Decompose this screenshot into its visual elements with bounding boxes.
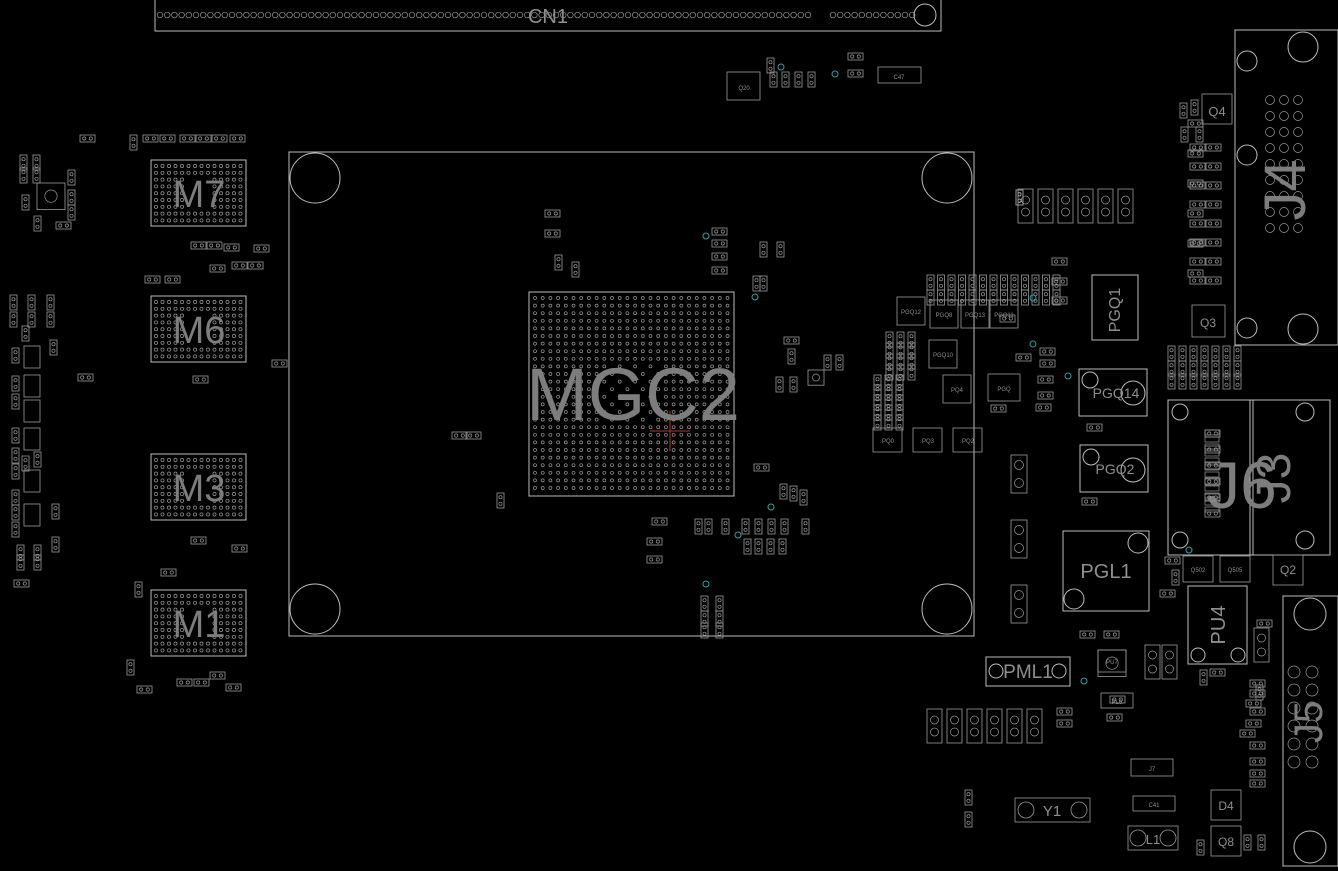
q2-label: Q2 (1280, 563, 1296, 577)
pml1-label: PML1 (1003, 662, 1053, 683)
pq4-label: PQ4 (951, 388, 964, 394)
pgq13-label: PGQ13 (965, 313, 986, 319)
pgq14-label: PGQ14 (1093, 385, 1140, 401)
q3-label: Q3 (1200, 316, 1216, 330)
part-y1[interactable]: Y1 (1014, 797, 1091, 823)
pgq-label: PGQ (997, 387, 1011, 393)
part-q2[interactable]: Q2 (1272, 554, 1304, 586)
part-d4[interactable]: D4 (1210, 789, 1242, 821)
memory-m6[interactable]: M6 (150, 295, 247, 363)
tiny-pgq12[interactable]: PGQ12 (896, 296, 926, 326)
cn1-label: CN1 (528, 6, 568, 28)
j4-pin-array (1265, 95, 1303, 233)
tiny-pgq10[interactable]: PGQ10 (928, 339, 958, 369)
power-pgl1[interactable]: PGL1 (1062, 530, 1150, 612)
pgq8-label: PGQ8 (936, 313, 953, 319)
power-pml1[interactable]: PML1 (985, 656, 1071, 687)
part-q502[interactable]: Q502 (1182, 555, 1214, 583)
j7-label: J7 (1149, 767, 1156, 773)
c47-label: C47 (893, 75, 905, 81)
q4-label: Q4 (1208, 104, 1225, 119)
tiny-pl6[interactable]: PL6 (1100, 692, 1134, 709)
tiny-pq4[interactable]: PQ4 (942, 374, 972, 404)
c41-label: C41 (1148, 803, 1160, 809)
part-l1[interactable]: L1 (1127, 825, 1179, 851)
passive-components (9, 52, 1273, 856)
memory-m1[interactable]: M1 (150, 589, 247, 657)
part-q505[interactable]: Q505 (1219, 555, 1251, 583)
pu4-label: PU4 (1208, 606, 1230, 645)
tiny-pu7[interactable]: PU7 (1097, 649, 1127, 673)
m7-label: M7 (173, 174, 226, 216)
part-q3[interactable]: Q3 (1191, 304, 1226, 338)
tiny-pgq[interactable]: PGQ (987, 373, 1021, 402)
connector-j5[interactable]: J5 (1282, 595, 1338, 867)
pgq11-label: PGQ11 (994, 313, 1014, 319)
pgq2-label: PGQ2 (1096, 461, 1135, 477)
q505-label: Q505 (1228, 568, 1243, 574)
memory-m7[interactable]: M7 (150, 159, 247, 227)
chip-mgc2[interactable]: MGC2 (526, 291, 740, 497)
y1-label: Y1 (1043, 803, 1061, 820)
tiny-pq3[interactable]: PQ3 (912, 427, 943, 453)
j4-label: J4 (1253, 159, 1318, 220)
tiny-pgq11[interactable]: PGQ11 (989, 299, 1019, 329)
connector-cn1[interactable]: CN1 (154, 0, 942, 32)
pq3-label: PQ3 (922, 439, 935, 445)
part-c41[interactable]: C41 (1132, 795, 1176, 812)
m1-label: M1 (173, 604, 226, 646)
m3-label: M3 (173, 468, 226, 510)
pu7-label: PU7 (1106, 660, 1118, 666)
pgq10-label: PGQ10 (933, 353, 954, 359)
tiny-pgq8[interactable]: PGQ8 (929, 299, 959, 329)
m6-label: M6 (173, 310, 226, 352)
pgq12-label: PGQ12 (901, 310, 922, 316)
part-q4[interactable]: Q4 (1201, 93, 1233, 125)
l1-label: L1 (1146, 832, 1160, 847)
bga-ball-grid (533, 296, 730, 490)
d4-label: D4 (1218, 799, 1234, 813)
q8-label: Q8 (1218, 835, 1234, 849)
cn1-pin-row (156, 11, 916, 19)
pgl1-label: PGL1 (1080, 561, 1131, 583)
power-pgq2[interactable]: PGQ2 (1079, 444, 1149, 493)
part-j7[interactable]: J7 (1130, 758, 1174, 777)
part-c47[interactable]: C47 (877, 66, 922, 84)
connector-j4[interactable]: J4 (1234, 29, 1338, 346)
power-pu4[interactable]: PU4 (1187, 585, 1248, 665)
connector-j6[interactable]: J6 (1167, 399, 1277, 556)
pgq1-label: PGQ1 (1107, 288, 1124, 333)
pq2-label: PQ2 (962, 439, 975, 445)
part-q20[interactable]: Q20 (726, 71, 761, 101)
tiny-pgq13[interactable]: PGQ13 (960, 299, 990, 329)
j5-label: J5 (1287, 701, 1331, 743)
power-pgq1[interactable]: PGQ1 (1091, 274, 1139, 341)
tiny-pq0[interactable]: PQ0 (872, 427, 903, 453)
q20-label: Q20 (738, 86, 750, 92)
part-q8[interactable]: Q8 (1210, 825, 1242, 857)
q502-label: Q502 (1191, 568, 1206, 574)
module-outline (288, 151, 975, 637)
j3-label: J3 (1248, 453, 1301, 504)
j5-pin-array (1287, 665, 1319, 769)
power-pgq14[interactable]: PGQ14 (1078, 368, 1148, 417)
pq0-label: PQ0 (882, 439, 895, 445)
memory-m3[interactable]: M3 (150, 453, 247, 521)
vias (702, 63, 1193, 685)
mgc2-label: MGC2 (526, 353, 740, 436)
tiny-pq2[interactable]: PQ2 (952, 427, 983, 453)
